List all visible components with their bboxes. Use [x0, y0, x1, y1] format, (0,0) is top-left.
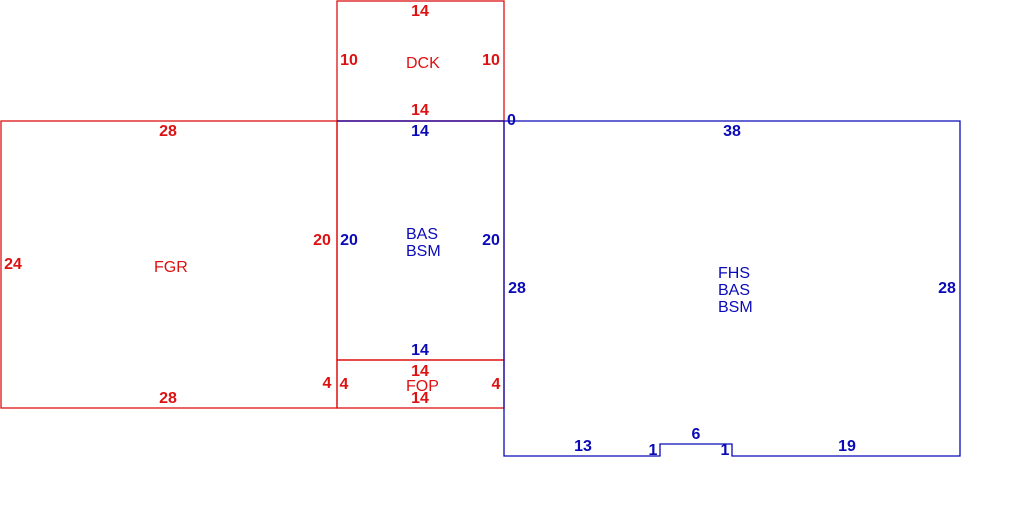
fop-labels: 14 4 4 14 FOP	[340, 363, 501, 407]
main-dim-bottom-left: 13	[574, 438, 592, 455]
dck-labels: 14 10 10 14 DCK	[340, 3, 500, 119]
main-dim-bottom-right: 19	[838, 438, 856, 455]
fgr-dim-top: 28	[159, 123, 177, 140]
main-dim-notch-right: 1	[721, 442, 730, 459]
main-dim-notch-top: 6	[692, 426, 701, 443]
dck-dim-right: 10	[482, 52, 500, 69]
bas-small-dim-bottom: 14	[411, 342, 429, 359]
bas-small-code-2: BSM	[406, 243, 441, 260]
dck-area-code: DCK	[406, 55, 440, 72]
bas-small-code-1: BAS	[406, 226, 438, 243]
dck-dim-top: 14	[411, 3, 429, 20]
fgr-area-code: FGR	[154, 259, 188, 276]
fgr-dim-bottom: 28	[159, 390, 177, 407]
main-outline	[503, 120, 961, 457]
fgr-dim-right: 20	[313, 232, 331, 249]
main-dim-left: 28	[508, 280, 526, 297]
fop-dim-left: 4	[340, 376, 349, 393]
bas-small-labels: 14 20 20 14 BAS BSM	[340, 123, 500, 359]
fop-dim-right: 4	[492, 376, 501, 393]
main-labels: 0 38 28 28 13 1 6 1 19 FHS BAS BSM	[507, 112, 956, 459]
main-code-3: BSM	[718, 299, 753, 316]
fgr-dim-left: 24	[4, 256, 22, 273]
bas-small-dim-right: 20	[482, 232, 500, 249]
fop-dim-top: 14	[411, 363, 429, 380]
fgr-dim-notch: 4	[323, 375, 332, 392]
dck-dim-left: 10	[340, 52, 358, 69]
fgr-labels: 28 24 20 28 4 FGR	[4, 123, 331, 407]
fop-dim-bottom: 14	[411, 390, 429, 407]
fop-area-code: FOP	[406, 378, 439, 395]
blue-outlines	[337, 120, 961, 457]
bas-small-dim-top: 14	[411, 123, 429, 140]
main-dim-top: 38	[723, 123, 741, 140]
dck-dim-bottom: 14	[411, 102, 429, 119]
main-dim-notch-left: 1	[649, 442, 658, 459]
main-code-2: BAS	[718, 282, 750, 299]
main-dim-right: 28	[938, 280, 956, 297]
main-origin-marker: 0	[507, 112, 516, 129]
bas-small-dim-left: 20	[340, 232, 358, 249]
main-code-1: FHS	[718, 265, 750, 282]
